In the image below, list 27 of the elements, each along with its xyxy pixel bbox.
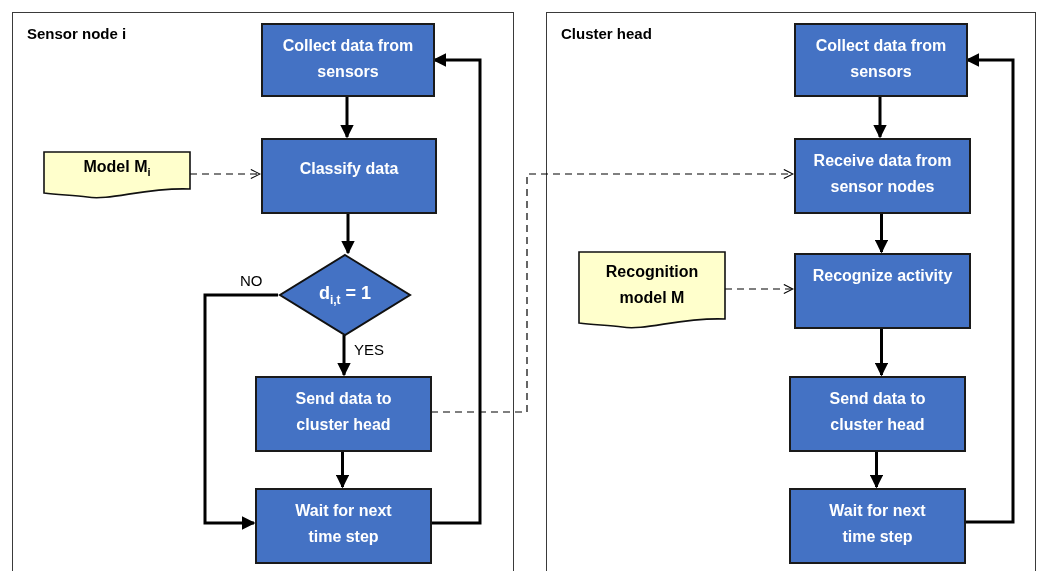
arrow [337,335,351,377]
process-box: Send data to cluster head [789,376,966,452]
arrow [335,451,350,489]
arrow [869,451,884,489]
process-box: Collect data from sensors [261,23,435,97]
process-box: Receive data from sensor nodes [794,138,971,214]
document-shape: Model M$_{i}$ [43,151,191,199]
process-box: Recognize activity [794,253,971,329]
document-shape: Recognition model M [578,251,726,329]
arrow [873,96,887,139]
arrow [341,213,355,255]
arrow [874,328,889,377]
arrow [965,53,1015,524]
arrow [874,213,889,254]
process-box: Send data to cluster head [255,376,432,452]
panel-title: Cluster head [561,25,652,42]
panel-title: Sensor node i [27,25,127,42]
group-panel [12,12,514,571]
process-box: Wait for next time step [255,488,432,564]
group-panel [546,12,1036,571]
arrow [340,96,354,139]
process-box: Classify data [261,138,437,214]
arrow [431,53,482,525]
decision-diamond: d$_{i,t}$ = 1 [279,254,411,336]
process-box: Collect data from sensors [794,23,968,97]
arrow [203,293,278,530]
process-box: Wait for next time step [789,488,966,564]
